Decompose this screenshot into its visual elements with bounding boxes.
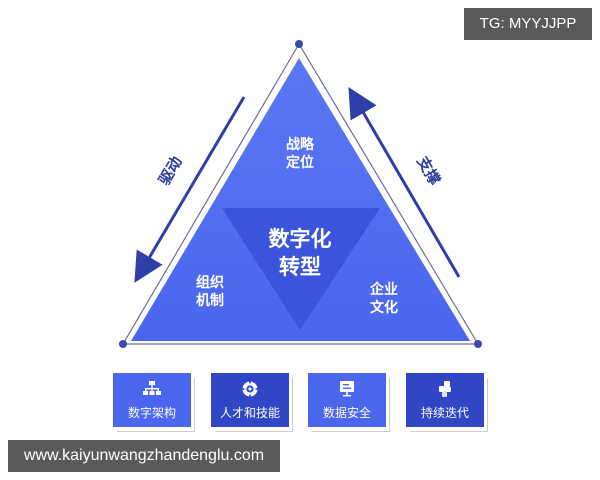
card-label: 数据安全	[322, 405, 371, 420]
main-triangle	[131, 58, 470, 341]
label-strategy: 战略 定位	[286, 137, 314, 171]
card-digital-architecture: 数字架构	[113, 373, 191, 427]
inner-triangle	[222, 208, 380, 330]
label-digital-transformation: 数字化 转型	[268, 227, 332, 280]
node-bottom-right	[474, 340, 482, 348]
target-icon	[241, 380, 259, 397]
watermark-bottom-left: www.kaiyunwangzhandenglu.com	[8, 440, 280, 472]
watermark-top-right: TG: MYYJJPP	[464, 8, 592, 40]
card-data-security: 数据安全	[308, 373, 386, 427]
monitor-icon	[340, 380, 354, 396]
right-arrow	[348, 87, 461, 278]
card-label: 人才和技能	[219, 405, 280, 420]
blocks-icon	[439, 380, 451, 397]
card-talent-skills: 人才和技能	[211, 373, 289, 427]
card-label: 数字架构	[127, 405, 176, 420]
card-continuous-iteration: 持续迭代	[406, 373, 484, 427]
node-top	[295, 40, 303, 48]
org-chart-icon	[143, 380, 161, 395]
card-label: 持续迭代	[420, 405, 469, 420]
outer-outline	[121, 42, 480, 345]
label-culture: 企业 文化	[370, 282, 398, 316]
left-arrow	[134, 96, 246, 283]
label-organization: 组织 机制	[196, 275, 224, 309]
node-bottom-left	[119, 340, 127, 348]
